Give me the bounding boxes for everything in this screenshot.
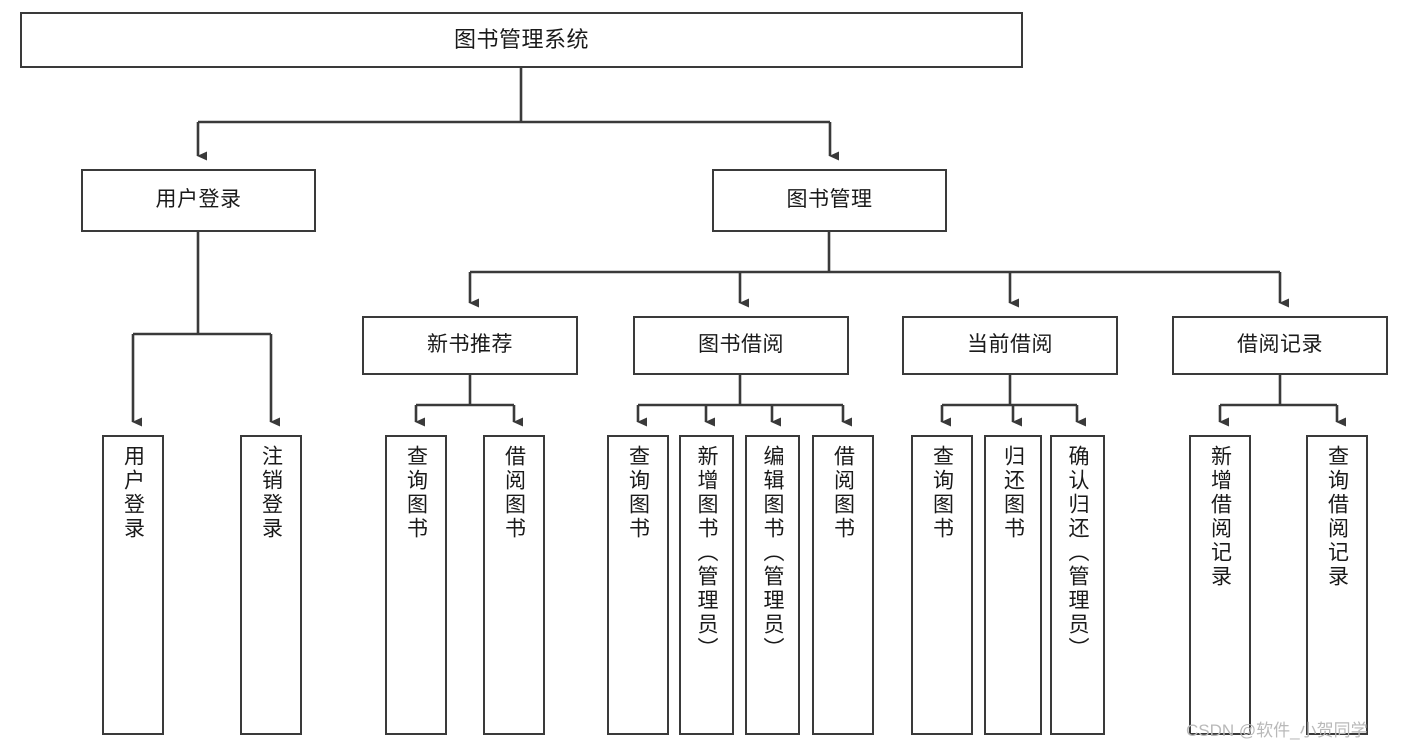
node-root[interactable]: 图书管理系统: [20, 12, 1023, 68]
node-label: 查询图书: [930, 445, 954, 541]
node-label: 归还图书: [1001, 445, 1025, 541]
node-label: 借阅记录: [1237, 333, 1323, 357]
node-label: 用户登录: [121, 445, 145, 541]
node-leaf-query-book-2[interactable]: 查询图书: [607, 435, 669, 735]
node-current-borrow[interactable]: 当前借阅: [902, 316, 1118, 375]
node-leaf-return-book[interactable]: 归还图书: [984, 435, 1042, 735]
node-leaf-confirm-return[interactable]: 确认归还（管理员）: [1050, 435, 1105, 735]
node-book-borrow[interactable]: 图书借阅: [633, 316, 849, 375]
node-label: 新增借阅记录: [1208, 445, 1232, 589]
node-leaf-query-book-1[interactable]: 查询图书: [385, 435, 447, 735]
node-label: 借阅图书: [502, 445, 526, 541]
node-label: 图书管理: [786, 188, 873, 212]
node-label: 借阅图书: [831, 445, 855, 541]
node-leaf-add-record[interactable]: 新增借阅记录: [1189, 435, 1251, 735]
node-label: 新增图书（管理员）: [695, 445, 718, 661]
node-label: 确认归还（管理员）: [1066, 445, 1089, 661]
node-leaf-query-record[interactable]: 查询借阅记录: [1306, 435, 1368, 735]
connector-lines: [131, 68, 1346, 427]
node-leaf-logout[interactable]: 注销登录: [240, 435, 302, 735]
node-leaf-borrow-book-1[interactable]: 借阅图书: [483, 435, 545, 735]
node-label: 查询借阅记录: [1325, 445, 1349, 589]
node-label: 图书借阅: [698, 333, 784, 357]
node-borrow-record[interactable]: 借阅记录: [1172, 316, 1388, 375]
node-leaf-user-login[interactable]: 用户登录: [102, 435, 164, 735]
node-label: 用户登录: [155, 188, 242, 212]
node-leaf-query-book-3[interactable]: 查询图书: [911, 435, 973, 735]
node-leaf-borrow-book-2[interactable]: 借阅图书: [812, 435, 874, 735]
node-label: 图书管理系统: [453, 27, 589, 53]
node-user-login[interactable]: 用户登录: [81, 169, 316, 232]
node-label: 注销登录: [259, 445, 283, 541]
node-label: 查询图书: [404, 445, 428, 541]
node-new-book-rec[interactable]: 新书推荐: [362, 316, 578, 375]
node-leaf-add-book[interactable]: 新增图书（管理员）: [679, 435, 734, 735]
node-book-manage[interactable]: 图书管理: [712, 169, 947, 232]
node-leaf-edit-book[interactable]: 编辑图书（管理员）: [745, 435, 800, 735]
node-label: 查询图书: [626, 445, 650, 541]
node-label: 当前借阅: [967, 333, 1053, 357]
node-label: 编辑图书（管理员）: [761, 445, 784, 661]
node-label: 新书推荐: [427, 333, 513, 357]
